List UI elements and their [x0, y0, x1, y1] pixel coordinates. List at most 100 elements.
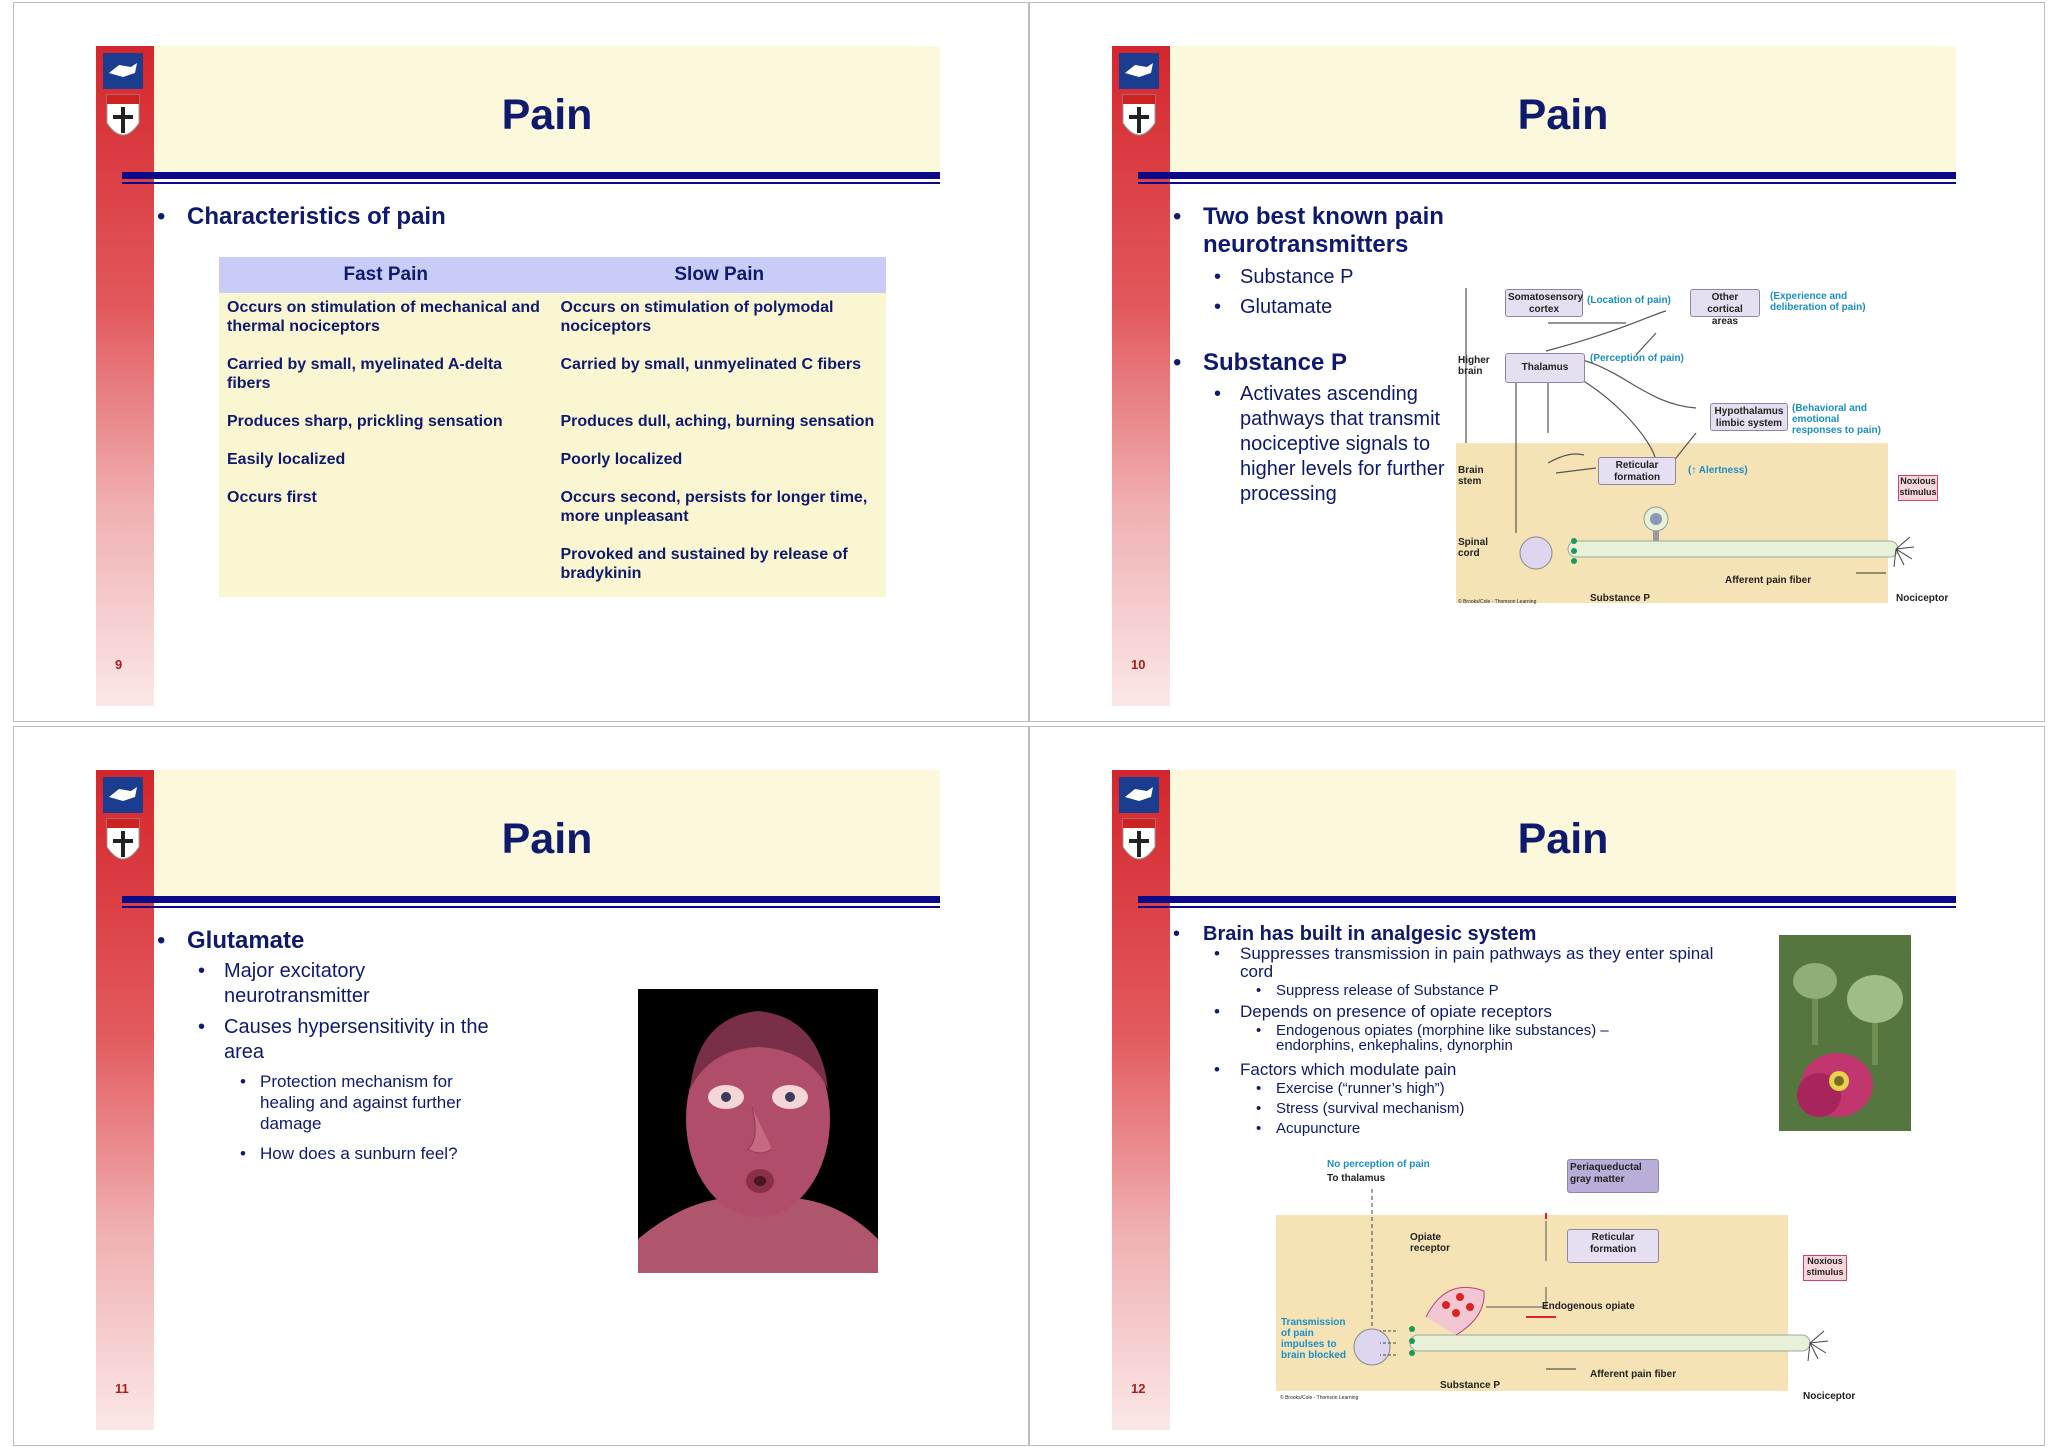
slide-12: Pain Brain has built in analgesic system… [1029, 726, 2045, 1446]
reticular-formation-box: Reticular formation [1598, 457, 1676, 485]
slide-title: Pain [1517, 91, 1609, 139]
table-cell: Provoked and sustained by release of bra… [560, 546, 848, 582]
table-row: Provoked and sustained by release of bra… [219, 540, 886, 597]
title-band [1170, 770, 1956, 896]
opiate-receptor-label: Opiate receptor [1410, 1232, 1451, 1254]
pathway-lines [1353, 1189, 1829, 1370]
sub-sub-bullet: Stress (survival mechanism) [1256, 1101, 1464, 1118]
bullet-substance-p: Substance P [1173, 349, 1347, 377]
title-rule-thin [122, 182, 940, 184]
title-rule [1138, 172, 1956, 179]
behavioral-label: (Behavioral and emotional responses to p… [1792, 403, 1881, 436]
table-cell: Produces sharp, prickling sensation [227, 413, 503, 430]
sub-sub-bullet: Protection mechanism for healing and aga… [240, 1071, 500, 1134]
header-fast-pain: Fast Pain [219, 257, 553, 293]
table-cell: Occurs second, persists for longer time,… [560, 489, 868, 525]
red-sidebar [1112, 770, 1170, 1430]
table-cell: Occurs on stimulation of polymodal nocic… [560, 299, 834, 335]
sub-bullet: Depends on presence of opiate receptors [1214, 1003, 1552, 1022]
hypothalamus-box: Hypothalamus limbic system [1710, 403, 1788, 431]
table-row: Carried by small, myelinated A-delta fib… [219, 350, 886, 407]
sub-bullet: Glutamate [1214, 295, 1332, 320]
sub-sub-bullet: Exercise (“runner’s high”) [1256, 1081, 1445, 1098]
sub-bullet: Activates ascending pathways that transm… [1214, 382, 1445, 507]
perception-label: (Perception of pain) [1590, 353, 1684, 364]
nociceptor-label: Nociceptor [1896, 593, 1949, 604]
table-cell: Poorly localized [560, 451, 683, 468]
slide-title: Pain [501, 91, 593, 139]
sunburned-face-image [638, 989, 878, 1273]
page-number: 12 [1131, 1381, 1146, 1396]
sub-sub-bullet: Suppress release of Substance P [1256, 983, 1499, 1000]
red-sidebar [96, 46, 154, 706]
nociceptor-label: Nociceptor [1803, 1391, 1856, 1402]
title-rule-thin [122, 906, 940, 908]
spinal-cord-label: Spinal cord [1458, 537, 1489, 559]
slide-9: Pain Characteristics of pain Fast Pain S… [13, 2, 1029, 722]
alertness-label: (↑ Alertness) [1688, 465, 1748, 476]
university-crest-icon [1117, 51, 1161, 151]
endogenous-opiate-label: Endogenous opiate [1542, 1301, 1635, 1312]
slide-11: Pain Glutamate Major excitatory neurotra… [13, 726, 1029, 1446]
sub-bullet: Factors which modulate pain [1214, 1061, 1456, 1080]
sub-sub-bullet: Acupuncture [1256, 1121, 1360, 1138]
slide-title: Pain [501, 815, 593, 863]
sub-bullet: Suppresses transmission in pain pathways… [1214, 945, 1730, 981]
table-row: Occurs first Occurs second, persists for … [219, 483, 886, 540]
page-number: 10 [1131, 657, 1146, 672]
sub-sub-bullet: Endogenous opiates (morphine like substa… [1256, 1023, 1676, 1053]
higher-brain-label: Higher brain [1458, 355, 1490, 377]
credit-label: © Brooks/Cole - Thomson Learning [1280, 1395, 1359, 1401]
location-label: (Location of pain) [1587, 295, 1671, 306]
experience-label: (Experience and deliberation of pain) [1770, 291, 1866, 313]
page-number: 9 [115, 657, 123, 672]
title-rule-thin [1138, 906, 1956, 908]
table-cell: Easily localized [227, 451, 346, 468]
periaqueductal-box: Periaqueductal gray matter [1567, 1159, 1659, 1193]
thalamus-box: Thalamus [1505, 353, 1585, 383]
afferent-fiber-label: Afferent pain fiber [1725, 575, 1812, 586]
title-rule [1138, 896, 1956, 903]
pain-comparison-table: Fast Pain Slow Pain Occurs on stimulatio… [219, 257, 886, 597]
brain-stem-label: Brain stem [1458, 465, 1484, 487]
header-slow-pain: Slow Pain [552, 257, 886, 293]
sub-bullet: Substance P [1214, 265, 1354, 290]
title-rule [122, 896, 940, 903]
table-cell: Occurs first [227, 489, 317, 506]
title-rule [122, 172, 940, 179]
table-row: Easily localized Poorly localized [219, 445, 886, 483]
bullet-analgesic-system: Brain has built in analgesic system [1173, 920, 1536, 948]
credit-label: © Brooks/Cole - Thomson Learning [1458, 599, 1537, 605]
title-rule-thin [1138, 182, 1956, 184]
table-cell: Carried by small, unmyelinated C fibers [560, 356, 862, 373]
slide-10: Pain Two best known pain neurotransmitte… [1029, 2, 2045, 722]
bullet-neurotransmitters: Two best known pain neurotransmitters [1173, 203, 1463, 259]
red-sidebar [1112, 46, 1170, 706]
title-band [1170, 46, 1956, 172]
noxious-stimulus-badge: Noxious stimulus [1803, 1255, 1847, 1281]
sub-sub-bullet: How does a sunburn feel? [240, 1143, 500, 1164]
pathway-lines [1465, 288, 1915, 574]
to-thalamus-label: To thalamus [1327, 1173, 1386, 1184]
table-cell: Carried by small, myelinated A-delta fib… [227, 356, 503, 392]
red-sidebar [96, 770, 154, 1430]
university-crest-icon [101, 775, 145, 875]
sub-bullet: Major excitatory neurotransmitter [198, 959, 414, 1009]
noxious-stimulus-badge: Noxious stimulus [1898, 475, 1938, 501]
title-band [154, 770, 940, 896]
sub-bullet: Causes hypersensitivity in the area [198, 1015, 524, 1065]
poppy-flower-image [1779, 935, 1911, 1131]
university-crest-icon [1117, 775, 1161, 875]
university-crest-icon [101, 51, 145, 151]
reticular-formation-box: Reticular formation [1567, 1229, 1659, 1263]
substance-p-label: Substance P [1440, 1380, 1501, 1391]
bullet-glutamate: Glutamate [157, 927, 304, 955]
bullet-characteristics: Characteristics of pain [157, 203, 446, 231]
transmission-blocked-label: Transmission of pain impulses to brain b… [1281, 1317, 1347, 1361]
table-cell: Occurs on stimulation of mechanical and … [227, 299, 540, 335]
other-cortical-box: Other cortical areas [1690, 289, 1760, 327]
title-band [154, 46, 940, 172]
substance-p-label: Substance P [1590, 593, 1651, 604]
